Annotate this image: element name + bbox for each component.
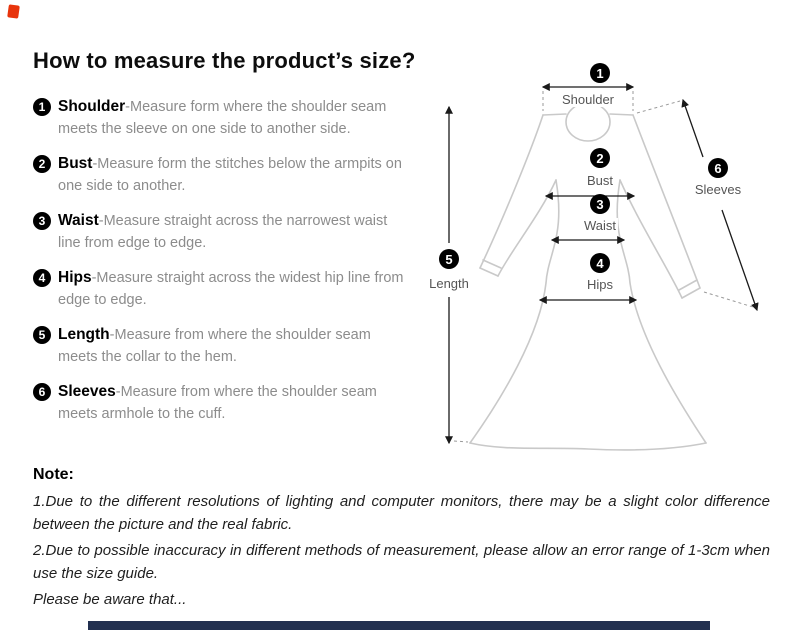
term-length: Length	[58, 326, 110, 343]
left-cuff	[479, 267, 499, 277]
desc-sleeves: -Measure from where the shoulder seam me…	[58, 384, 377, 422]
term-shoulder: Shoulder	[58, 98, 126, 115]
diagram-badge-hips: 4	[590, 253, 610, 273]
sleeves-arrow-top	[681, 98, 704, 158]
note-section: Note: 1.Due to the different resolutions…	[33, 466, 770, 616]
diagram-label-hips: Hips	[584, 277, 616, 292]
term-waist: Waist	[58, 212, 99, 229]
step-4-badge: 4	[33, 269, 51, 287]
instruction-bust: 2 Bust-Measure form the stitches below th…	[33, 153, 407, 197]
instruction-waist: 3 Waist-Measure straight across the narro…	[33, 210, 407, 254]
desc-hips: -Measure straight across the widest hip …	[58, 270, 404, 308]
left-sleeve-inner	[497, 179, 557, 277]
left-cuff-band	[482, 259, 502, 269]
diagram-badge-waist: 3	[590, 194, 610, 214]
step-6-badge: 6	[33, 383, 51, 401]
diagram-label-waist: Waist	[581, 218, 619, 233]
right-shoulder-line	[609, 113, 634, 116]
instruction-list: 1 Shoulder-Measure form where the shoulde…	[33, 96, 407, 438]
instruction-length: 5 Length-Measure from where the shoulder …	[33, 324, 407, 368]
note-line-1: 1.Due to the different resolutions of li…	[33, 493, 770, 533]
left-shoulder-line	[542, 113, 567, 116]
term-bust: Bust	[58, 155, 93, 172]
desc-shoulder: -Measure form where the shoulder seam me…	[58, 99, 387, 137]
note-line-2: 2.Due to possible inaccuracy in differen…	[33, 542, 770, 582]
desc-length: -Measure from where the shoulder seam me…	[58, 327, 371, 365]
diagram-badge-bust: 2	[590, 148, 610, 168]
step-1-badge: 1	[33, 98, 51, 116]
term-hips: Hips	[58, 269, 92, 286]
term-sleeves: Sleeves	[58, 383, 116, 400]
diagram-badge-shoulder: 1	[590, 63, 610, 83]
note-line-3: Please be aware that...	[33, 591, 187, 608]
diagram-label-shoulder: Shoulder	[559, 92, 617, 107]
instruction-sleeves: 6 Sleeves-Measure from where the shoulder…	[33, 381, 407, 425]
hem-guide	[453, 440, 469, 443]
step-2-badge: 2	[33, 155, 51, 173]
body-right-side	[616, 179, 707, 444]
next-section-edge	[88, 621, 710, 630]
diagram-label-sleeves: Sleeves	[692, 182, 744, 197]
right-sleeve-outer	[632, 114, 701, 289]
step-5-badge: 5	[33, 326, 51, 344]
collar-circle	[565, 102, 611, 142]
corner-artifact	[7, 4, 20, 19]
diagram-label-length: Length	[427, 276, 471, 291]
left-sleeve-outer	[479, 114, 544, 269]
body-left-side	[469, 179, 560, 444]
sleeves-arrow-bottom	[721, 209, 759, 312]
right-sleeve-inner	[619, 179, 683, 299]
sleeve-guide-top	[636, 100, 681, 114]
diagram-badge-length: 5	[439, 249, 459, 269]
instruction-shoulder: 1 Shoulder-Measure form where the shoulde…	[33, 96, 407, 140]
desc-bust: -Measure form the stitches below the arm…	[58, 156, 402, 194]
diagram-label-bust: Bust	[584, 173, 616, 188]
instruction-hips: 4 Hips-Measure straight across the widest…	[33, 267, 407, 311]
hem-line	[469, 442, 707, 451]
right-cuff	[681, 287, 701, 299]
right-cuff-band	[678, 279, 698, 291]
note-heading: Note:	[33, 466, 74, 483]
step-3-badge: 3	[33, 212, 51, 230]
sleeve-guide-bottom	[703, 291, 754, 308]
page-title: How to measure the product’s size?	[33, 47, 416, 73]
desc-waist: -Measure straight across the narrowest w…	[58, 213, 388, 251]
diagram-badge-sleeves: 6	[708, 158, 728, 178]
